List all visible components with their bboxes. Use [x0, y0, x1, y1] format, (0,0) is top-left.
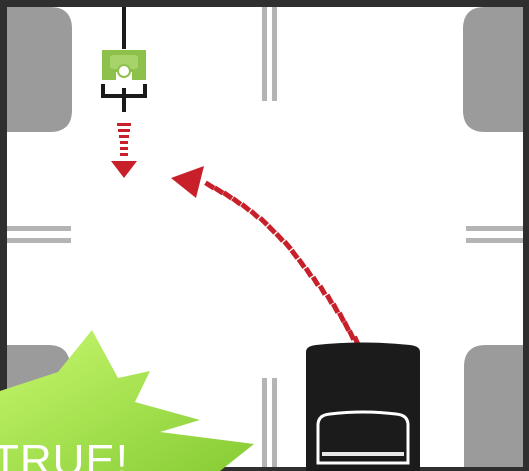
curb-top-right [463, 7, 523, 132]
curb-top-left [7, 7, 72, 132]
curb-bottom-right [464, 345, 523, 467]
lane-marking-right [466, 238, 523, 243]
lane-marking-top [262, 7, 267, 101]
lane-marking-bottom [272, 378, 277, 467]
vehicle-icon [306, 343, 420, 471]
lane-marking-left [7, 238, 71, 243]
lane-marking-top [272, 7, 277, 101]
lane-marking-bottom [262, 378, 267, 467]
result-label: TRUE! [0, 437, 182, 471]
lane-marking-left [7, 226, 71, 231]
lane-marking-right [466, 226, 523, 231]
